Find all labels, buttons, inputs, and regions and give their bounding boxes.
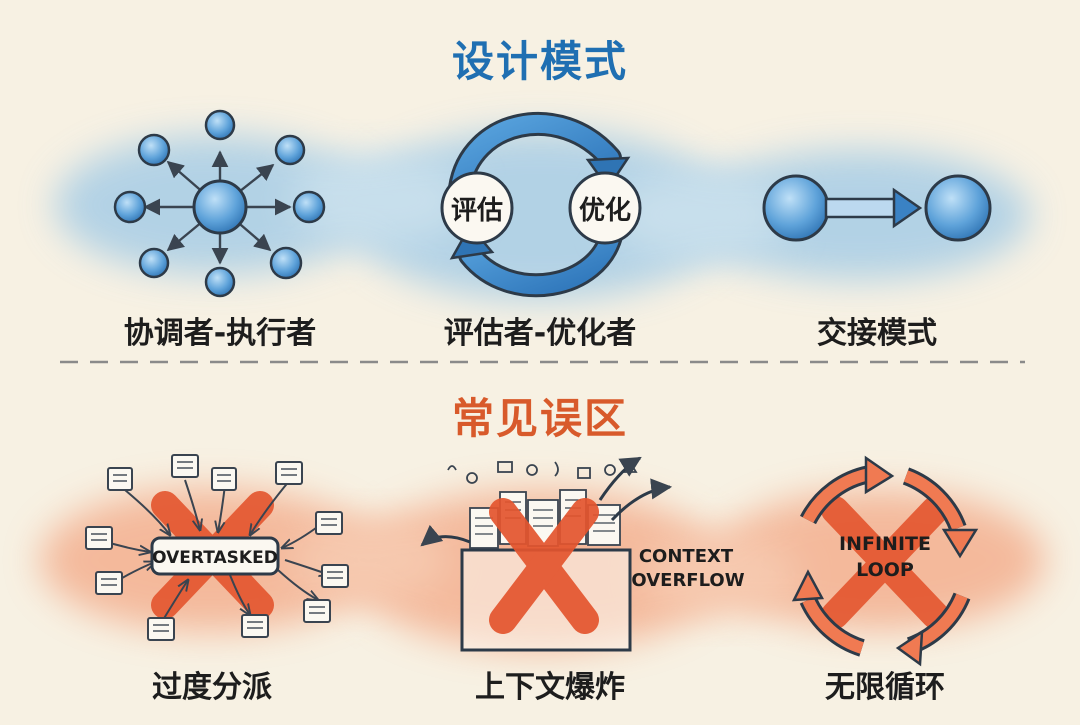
infinite-loop-tag-line2: LOOP — [856, 559, 914, 581]
pattern-label-handoff: 交接模式 — [817, 316, 937, 351]
cycle-node-optimize: 优化 — [579, 196, 631, 226]
context-overflow-icon: CONTEXT OVERFLOW — [420, 456, 745, 652]
infinite-loop-icon: INFINITE LOOP — [791, 455, 979, 667]
overtasked-tag: OVERTASKED — [152, 548, 278, 568]
infinite-loop-tag-line1: INFINITE — [839, 533, 931, 555]
design-patterns-title: 设计模式 — [451, 37, 628, 86]
hub-and-spoke-icon — [113, 109, 326, 298]
overtasked-icon: OVERTASKED — [85, 454, 349, 641]
handoff-arrow-icon — [762, 174, 992, 242]
cycle-arrows-icon: 评估 优化 — [440, 112, 642, 298]
pitfall-label-context-overflow: 上下文爆炸 — [475, 670, 625, 705]
context-overflow-tag-line1: CONTEXT — [639, 546, 734, 567]
pitfall-label-overtasked: 过度分派 — [152, 670, 272, 705]
pattern-label-orchestrator-worker: 协调者-执行者 — [123, 316, 317, 351]
pitfall-label-infinite-loop: 无限循环 — [825, 670, 945, 705]
cycle-node-evaluate: 评估 — [451, 196, 503, 226]
context-overflow-tag-line2: OVERFLOW — [631, 570, 744, 591]
pitfalls-title: 常见误区 — [451, 394, 628, 443]
pattern-label-evaluator-optimizer: 评估者-优化者 — [443, 316, 637, 351]
